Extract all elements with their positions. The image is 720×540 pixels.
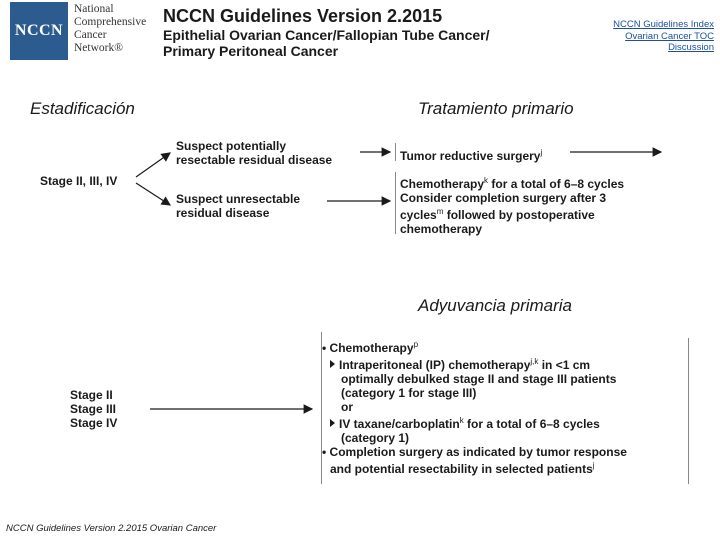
node-text: cycles <box>400 208 437 222</box>
bullet-text: • Completion surgery as indicated by tum… <box>322 445 627 459</box>
adjuvant-box: • Chemotherapyp Intraperitoneal (IP) che… <box>322 338 627 476</box>
chemotherapy-node: Chemotherapyk for a total of 6–8 cycles … <box>400 174 624 236</box>
stage-item: Stage III <box>70 402 117 416</box>
triangle-bullet-icon <box>330 419 335 427</box>
footer-text: NCCN Guidelines Version 2.2015 Ovarian C… <box>6 523 217 534</box>
resectable-node: Suspect potentially resectable residual … <box>176 139 332 167</box>
footnote-ref: j <box>540 148 543 157</box>
bracket-line <box>395 172 396 234</box>
logo-line: Network® <box>74 42 123 54</box>
unresectable-node: Suspect unresectable residual disease <box>176 192 300 220</box>
nccn-logo: NCCN National Comprehensive Cancer Netwo… <box>6 0 156 62</box>
page-title: NCCN Guidelines Version 2.2015 <box>163 6 443 26</box>
node-line: chemotherapy <box>400 222 483 236</box>
bracket-line <box>395 143 396 161</box>
bullet-text: Intraperitoneal (IP) chemotherapy <box>339 358 531 372</box>
stage-list: Stage II Stage III Stage IV <box>70 388 117 430</box>
bullet-line: or <box>341 400 353 414</box>
bullet-line: optimally debulked stage II and stage II… <box>341 372 617 386</box>
nccn-logo-wordmark: National Comprehensive Cancer Network® <box>74 3 146 55</box>
node-line: Suspect unresectable <box>176 192 301 206</box>
bullet-text: in <1 cm <box>538 358 591 372</box>
footnote-ref: m <box>436 207 444 216</box>
logo-line: Comprehensive <box>74 16 147 28</box>
triangle-bullet-icon <box>330 360 335 368</box>
footnote-ref: p <box>413 340 419 349</box>
node-text: Chemotherapy <box>400 177 485 191</box>
bullet-text: for a total of 6–8 cycles <box>463 417 600 431</box>
stage-label: Stage II, III, IV <box>40 174 118 188</box>
node-text: followed by postoperative <box>443 208 595 222</box>
footnote-ref: k <box>484 176 489 185</box>
footnote-ref: k <box>459 416 464 425</box>
primary-treatment-heading: Tratamiento primario <box>418 99 574 118</box>
bullet-line: (category 1 for stage III) <box>341 386 477 400</box>
arrow-to-unresectable <box>135 182 172 206</box>
bullet-text: • Chemotherapy <box>322 341 414 355</box>
guidelines-index-link[interactable]: NCCN Guidelines Index <box>613 19 714 30</box>
footnote-ref: j,k <box>530 357 539 366</box>
logo-line: Cancer <box>74 29 107 41</box>
logo-line: National <box>74 3 114 15</box>
stage-item: Stage IV <box>70 416 118 430</box>
staging-heading: Estadificación <box>30 99 135 118</box>
node-text: for a total of 6–8 cycles <box>488 177 625 191</box>
nccn-logo-mark: NCCN <box>10 2 68 60</box>
bullet-text: and potential resectability in selected … <box>330 462 593 476</box>
bullet-line: (category 1) <box>341 431 410 445</box>
subtitle-line: Epithelial Ovarian Cancer/Fallopian Tube… <box>163 27 490 43</box>
node-line: resectable residual disease <box>176 153 333 167</box>
page-subtitle: Epithelial Ovarian Cancer/Fallopian Tube… <box>163 27 490 59</box>
node-line: Suspect potentially <box>176 139 287 153</box>
node-text: Tumor reductive surgery <box>400 149 541 163</box>
bracket-line <box>688 338 689 484</box>
adjuvant-heading: Adyuvancia primaria <box>418 296 573 315</box>
arrow-to-resectable <box>135 152 171 178</box>
bullet-text: IV taxane/carboplatin <box>339 417 460 431</box>
node-line: residual disease <box>176 206 270 220</box>
ovarian-toc-link[interactable]: Ovarian Cancer TOC <box>625 30 714 42</box>
discussion-link[interactable]: Discussion <box>668 42 714 53</box>
node-line: Consider completion surgery after 3 <box>400 191 607 205</box>
bracket-line <box>321 332 322 484</box>
guideline-links: NCCN Guidelines Index Ovarian Cancer TOC… <box>613 19 714 54</box>
footnote-ref: j <box>592 461 595 470</box>
subtitle-line: Primary Peritoneal Cancer <box>163 43 339 59</box>
stage-item: Stage II <box>70 388 113 402</box>
tumor-surgery-node: Tumor reductive surgeryj <box>400 146 542 163</box>
